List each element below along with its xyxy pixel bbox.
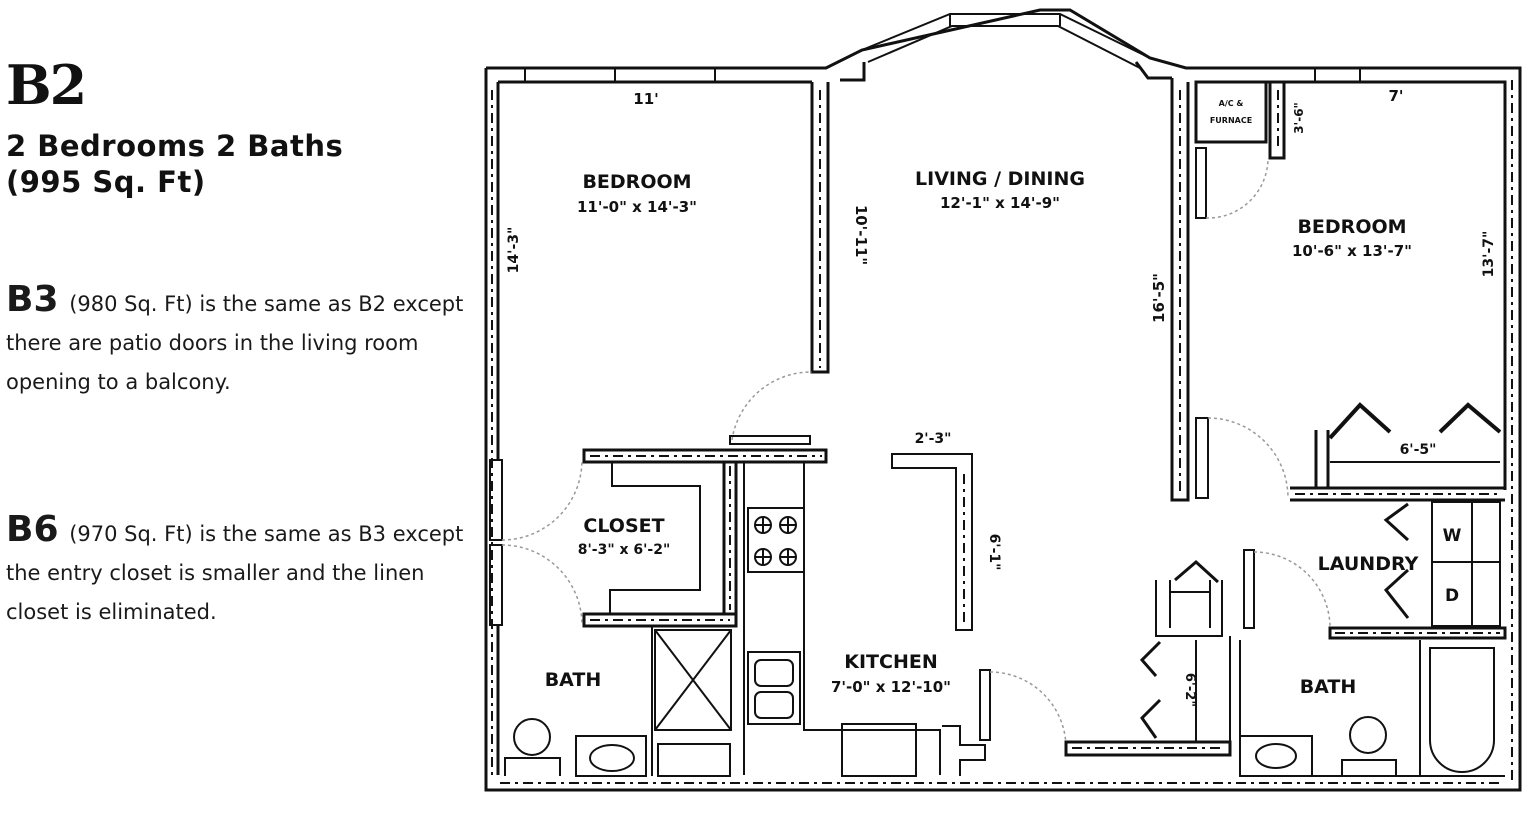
dryer-label: D (1445, 586, 1459, 606)
room-label-closet: CLOSET (583, 515, 664, 537)
unit-code: B2 (6, 53, 87, 117)
unit-square-feet: (995 Sq. Ft) (6, 165, 206, 199)
washer-label: W (1443, 526, 1462, 546)
unit-summary: 2 Bedrooms 2 Baths (995 Sq. Ft) (6, 128, 343, 200)
room-label-bedroom-2: BEDROOM (1297, 216, 1406, 238)
room-label-kitchen: KITCHEN (844, 651, 937, 673)
dimension-living-right: 16'-5" (1150, 273, 1168, 323)
dimension-bedroom1-side: 14'-3" (506, 227, 522, 274)
room-size-kitchen: 7'-0" x 12'-10" (831, 678, 951, 696)
unit-description: B2 2 Bedrooms 2 Baths (995 Sq. Ft) B3 (9… (0, 0, 470, 816)
variant-text: (970 Sq. Ft) is the same as B3 except th… (6, 522, 464, 624)
room-label-living-dining: LIVING / DINING (915, 168, 1085, 190)
room-size-bedroom-2: 10'-6" x 13'-7" (1292, 242, 1412, 260)
room-label-bedroom-1: BEDROOM (582, 171, 691, 193)
wall-centerlines (491, 80, 1513, 785)
dimension-counter-side: 6'-1" (986, 534, 1002, 571)
dimension-bedroom2-top: 7' (1388, 87, 1403, 105)
dimension-closet2-width: 6'-5" (1400, 442, 1437, 458)
room-label-laundry: LAUNDRY (1318, 553, 1419, 575)
walls (484, 8, 1522, 792)
variant-b3: B3 (980 Sq. Ft) is the same as B2 except… (6, 280, 466, 402)
variant-code: B6 (6, 509, 59, 550)
room-label-bath-2: BATH (1300, 676, 1357, 698)
dimension-bedroom2-side: 13'-7" (1481, 231, 1497, 278)
room-size-bedroom-1: 11'-0" x 14'-3" (577, 198, 697, 216)
variant-code: B3 (6, 279, 59, 320)
variant-text: (980 Sq. Ft) is the same as B2 except th… (6, 292, 464, 394)
dimension-bedroom1-top: 11' (633, 90, 658, 108)
room-size-living-dining: 12'-1" x 14'-9" (940, 194, 1060, 212)
dimension-linen-side: 6'-2" (1182, 673, 1197, 707)
dimension-furnace-side: 3'-6" (1292, 102, 1306, 134)
dimension-living-left: 10'-11" (852, 205, 870, 265)
room-label-bath-1: BATH (545, 669, 602, 691)
dimension-counter-top: 2'-3" (915, 431, 952, 447)
variant-b6: B6 (970 Sq. Ft) is the same as B3 except… (6, 510, 466, 632)
room-label-furnace: FURNACE (1210, 116, 1252, 125)
stove-burners (754, 516, 797, 566)
room-size-closet: 8'-3" x 6'-2" (578, 542, 671, 558)
unit-bed-bath: 2 Bedrooms 2 Baths (6, 129, 344, 163)
room-label-ac: A/C & (1219, 99, 1244, 108)
